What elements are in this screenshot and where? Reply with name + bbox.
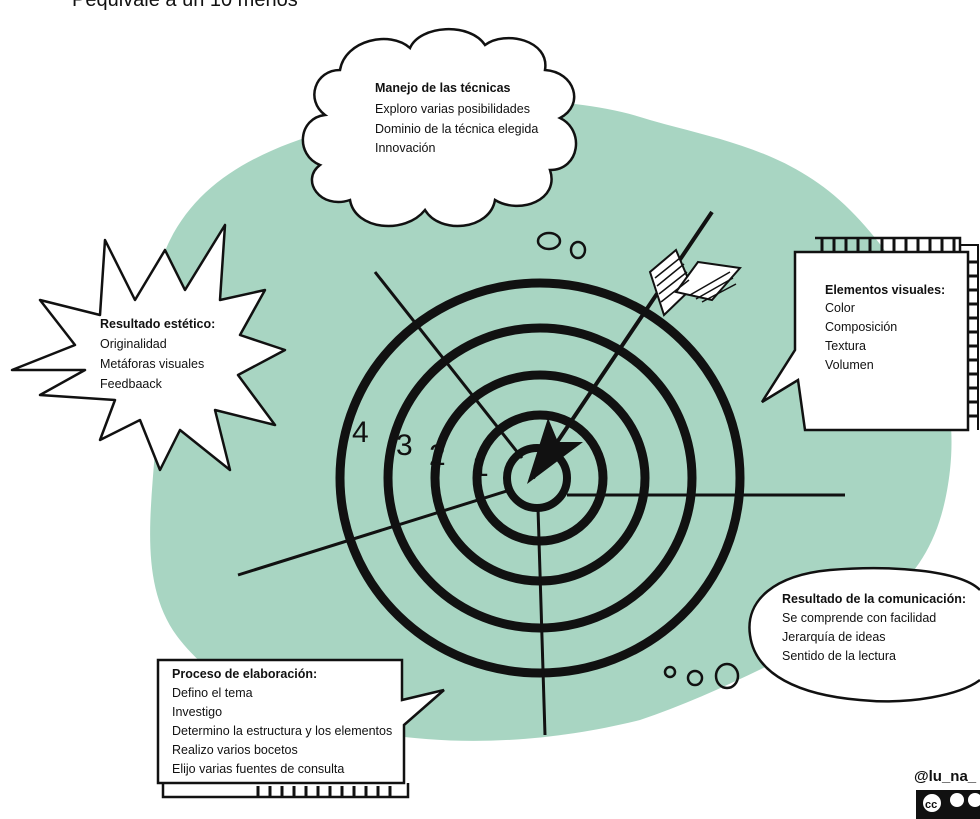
cloud-tecnicas-item: Exploro varias posibilidades [375,102,530,116]
target-ring-4 [335,278,745,678]
notepad-proceso-item: Determino la estructura y los elementos [172,724,392,738]
notepad-visuales-item: Composición [825,320,897,334]
thought-bubble [569,240,587,260]
target-ring-3 [383,323,697,633]
notepad-proceso-item: Investigo [172,705,222,719]
thought-bubble [686,669,704,687]
notepad-proceso-title: Proceso de elaboración: [172,667,317,681]
ring-label-3: 3 [396,429,413,462]
ring-label-4: 4 [352,416,369,449]
cc-license-text: cc [925,799,937,811]
target [237,271,845,736]
cloud-tecnicas-item: Innovación [375,141,436,155]
cloud-tecnicas-item: Dominio de la técnica elegida [375,122,538,136]
starburst-estetico-title: Resultado estético: [100,317,215,331]
notepad-visuales: Elementos visuales: Color Composición Te… [760,236,979,432]
notepad-spiral [256,786,392,797]
notepad-proceso: Proceso de elaboración: Defino el tema I… [156,658,445,799]
target-bullseye [503,444,571,512]
starburst-estetico: Resultado estético: Originalidad Metáfor… [10,223,287,472]
notepad-proceso-item: Defino el tema [172,686,253,700]
target-radial-line [536,507,547,736]
notepad-proceso-item: Realizo varios bocetos [172,743,298,757]
cloud-tecnicas-title: Manejo de las técnicas [375,81,511,95]
notepad-visuales-item: Color [825,301,855,315]
starburst-estetico-item: Metáforas visuales [100,357,204,371]
bubble-comunicacion-item: Jerarquía de ideas [782,630,886,644]
cloud-tecnicas: Manejo de las técnicas Exploro varias po… [301,27,587,260]
starburst-estetico-item: Originalidad [100,337,167,351]
thought-bubble [714,662,740,690]
arrow-head [527,418,583,484]
ring-label-1: 1 [472,450,489,483]
author-handle: @lu_na_ [914,768,977,785]
arrow-shaft [531,210,714,480]
arrow [527,210,742,484]
thought-bubble [536,231,562,251]
notepad-visuales-title: Elementos visuales: [825,283,945,297]
target-radial-line [373,271,524,459]
ring-label-2: 2 [429,439,446,472]
notepad-visuales-item: Volumen [825,358,874,372]
thought-bubble [663,665,677,679]
bubble-comunicacion-title: Resultado de la comunicación: [782,592,966,606]
green-blob-background [150,100,952,741]
notepad-spiral [820,238,978,418]
notepad-visuales-item: Textura [825,339,866,353]
header-text: Pequivale a un 10 menos [72,0,298,11]
notepad-proceso-item: Elijo varias fuentes de consulta [172,762,344,776]
cc-license-logo: cc [916,790,980,819]
target-radial-line [237,488,511,577]
starburst-estetico-item: Feedbaack [100,377,163,391]
bubble-comunicacion-item: Se comprende con facilidad [782,611,936,625]
bubble-comunicacion-item: Sentido de la lectura [782,649,896,663]
bubble-comunicacion: Resultado de la comunicación: Se compren… [663,566,980,703]
